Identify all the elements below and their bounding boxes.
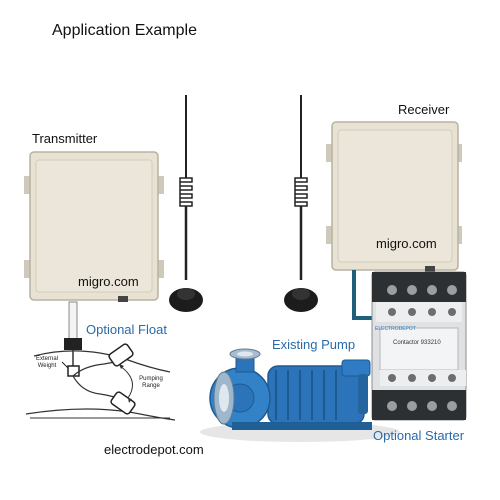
footer-site: electrodepot.com <box>104 442 204 457</box>
starter-model: Contactor 933210 <box>393 340 441 346</box>
float-label: Optional Float <box>86 322 167 337</box>
receiver-enclosure <box>326 121 462 272</box>
receiver-label: Receiver <box>398 102 450 117</box>
starter-contactor <box>371 271 467 421</box>
transmitter-label: Transmitter <box>32 131 98 146</box>
starter-brand: ELECTRODEPOT <box>375 326 416 332</box>
starter-label: Optional Starter <box>373 428 465 443</box>
receiver-brand: migro.com <box>376 236 437 251</box>
pumping-range-label: Pumping Range <box>139 376 163 389</box>
float-switch-diagram <box>25 301 176 421</box>
external-weight-label: External Weight <box>35 356 58 369</box>
transmitter-antenna <box>169 95 203 312</box>
receiver-cable <box>352 270 372 320</box>
page-title: Application Example <box>52 22 197 39</box>
transmitter-brand: migro.com <box>78 274 139 289</box>
receiver-antenna <box>284 95 318 312</box>
transmitter-enclosure <box>24 151 164 302</box>
pump-illustration <box>200 348 400 442</box>
pump-label: Existing Pump <box>272 337 356 352</box>
